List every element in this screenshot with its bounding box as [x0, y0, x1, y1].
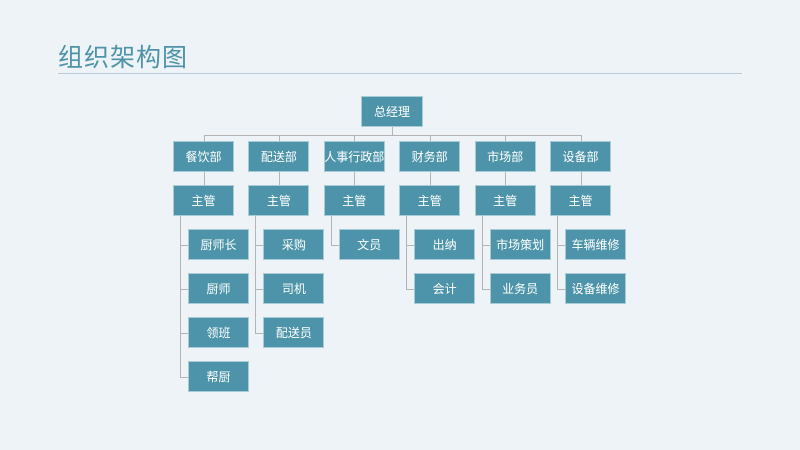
org-node-role[interactable]: 出纳 [414, 229, 476, 260]
org-node-role[interactable]: 领班 [188, 317, 249, 348]
org-node-role[interactable]: 厨师长 [188, 229, 249, 260]
connector-root [392, 127, 393, 135]
org-node-department[interactable]: 人事行政部 [323, 141, 385, 172]
org-node-lead[interactable]: 主管 [474, 185, 536, 216]
connector-dept [580, 135, 582, 141]
org-node-role[interactable]: 配送员 [263, 317, 325, 348]
org-node-role[interactable]: 会计 [414, 273, 476, 304]
org-node-lead[interactable]: 主管 [550, 185, 611, 216]
connector-lead [354, 172, 356, 185]
connector-roles-spine [557, 216, 558, 289]
connector-role [255, 288, 264, 290]
connector-roles-spine [481, 216, 483, 289]
org-node-lead[interactable]: 主管 [399, 185, 461, 216]
connector-role [481, 244, 490, 246]
connector-dept [429, 135, 431, 141]
org-node-role[interactable]: 业务员 [489, 273, 551, 304]
org-node-department[interactable]: 财务部 [399, 141, 461, 172]
connector-role [557, 244, 565, 246]
connector-role [406, 288, 415, 290]
connector-bus [203, 135, 582, 136]
connector-role [330, 244, 339, 246]
connector-roles-spine [255, 216, 257, 333]
connector-roles-spine [180, 216, 181, 377]
org-node-lead[interactable]: 主管 [248, 185, 310, 216]
org-node-role[interactable]: 设备维修 [565, 273, 626, 304]
connector-role [180, 376, 188, 378]
connector-lead [203, 172, 205, 185]
connector-role [255, 244, 264, 246]
org-node-role[interactable]: 市场策划 [489, 229, 551, 260]
connector-dept [354, 135, 356, 141]
connector-role [180, 332, 188, 334]
connector-lead [580, 172, 582, 185]
org-node-root[interactable]: 总经理 [361, 96, 423, 127]
connector-dept [203, 135, 205, 141]
page-title: 组织架构图 [58, 43, 189, 72]
org-node-role[interactable]: 采购 [263, 229, 325, 260]
connector-lead [429, 172, 431, 185]
connector-role [255, 332, 264, 334]
connector-roles-spine [330, 216, 332, 245]
org-node-lead[interactable]: 主管 [173, 185, 234, 216]
connector-role [481, 288, 490, 290]
org-node-department[interactable]: 设备部 [550, 141, 611, 172]
title-divider [58, 73, 742, 74]
connector-roles-spine [406, 216, 408, 289]
connector-lead [505, 172, 507, 185]
org-node-role[interactable]: 帮厨 [188, 361, 249, 392]
org-node-department[interactable]: 配送部 [248, 141, 310, 172]
connector-lead [278, 172, 280, 185]
connector-role [180, 244, 188, 246]
org-node-lead[interactable]: 主管 [323, 185, 385, 216]
org-node-role[interactable]: 厨师 [188, 273, 249, 304]
connector-role [180, 288, 188, 290]
org-node-role[interactable]: 司机 [263, 273, 325, 304]
org-node-department[interactable]: 市场部 [474, 141, 536, 172]
connector-role [406, 244, 415, 246]
org-node-department[interactable]: 餐饮部 [173, 141, 234, 172]
connector-dept [278, 135, 280, 141]
connector-role [557, 288, 565, 290]
org-node-role[interactable]: 车辆维修 [565, 229, 626, 260]
connector-dept [505, 135, 507, 141]
org-node-role[interactable]: 文员 [338, 229, 400, 260]
